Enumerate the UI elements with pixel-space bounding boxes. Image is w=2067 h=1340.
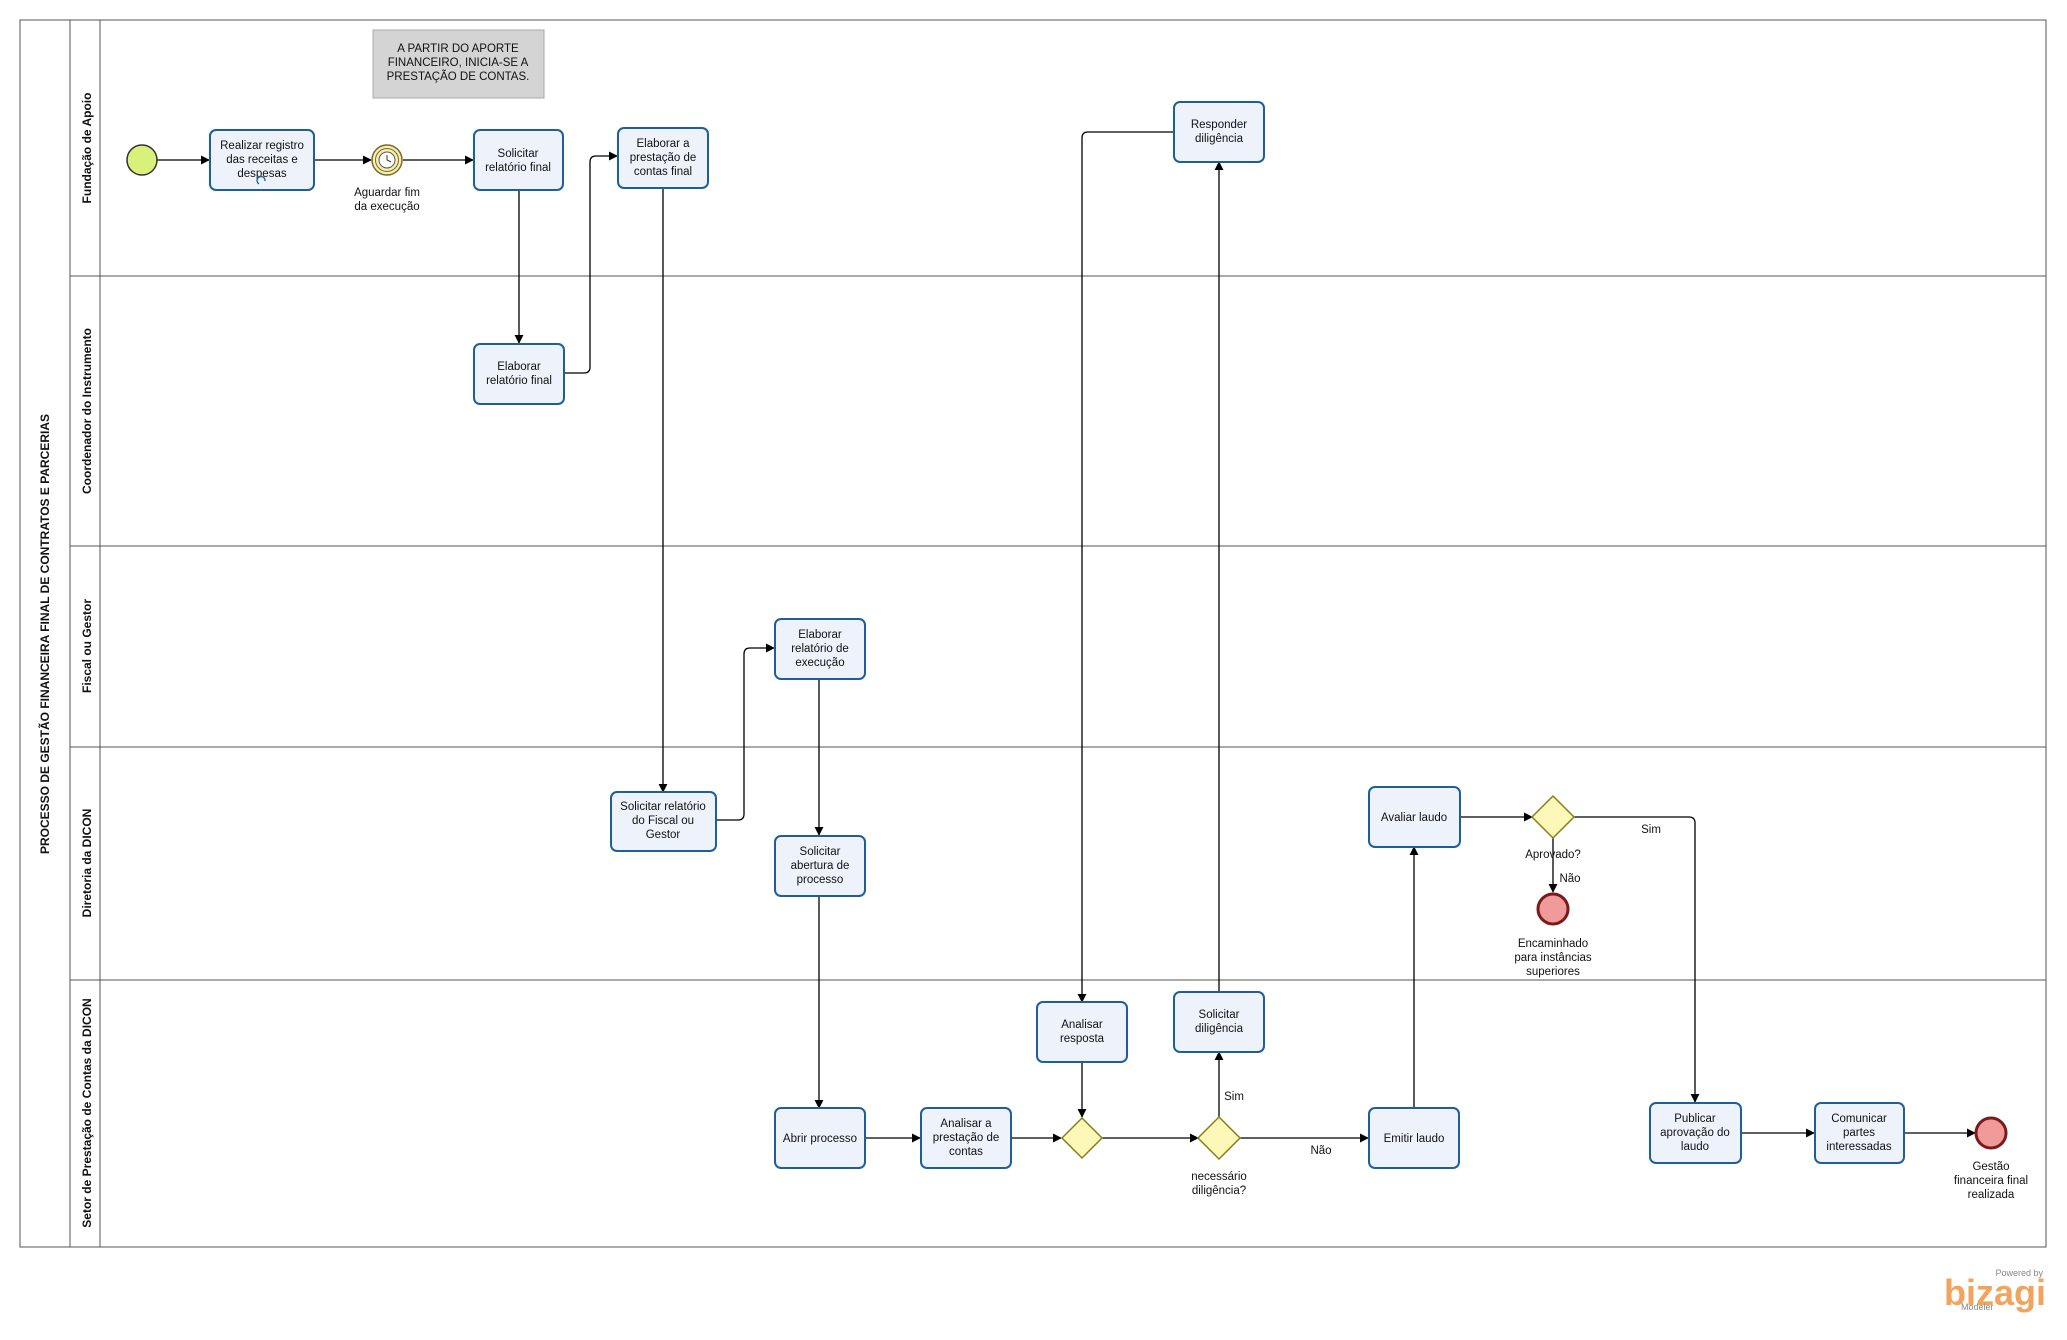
task-elaborar-relatorio-final[interactable]: Elaborar relatório final <box>473 343 565 405</box>
gateway-necessario-diligencia[interactable]: necessário diligência? <box>1191 1115 1247 1197</box>
task-solicitar-relatorio-final[interactable]: Solicitar relatório final <box>473 129 564 191</box>
lane-title-setor: Setor de Prestação de Contas da DICON <box>80 998 94 1227</box>
task-label: relatório de <box>791 643 849 655</box>
task-label: laudo <box>1681 1141 1709 1153</box>
task-label: contas <box>949 1146 983 1158</box>
task-label: prestação de <box>933 1132 1000 1144</box>
gateway-aprovado[interactable]: Aprovado? <box>1525 794 1581 861</box>
gateway-label: diligência? <box>1192 1185 1246 1197</box>
task-analisar-resposta[interactable]: Analisar resposta <box>1036 1001 1128 1063</box>
task-label: relatório final <box>486 375 552 387</box>
task-label: Analisar <box>1061 1019 1103 1031</box>
task-publicar-aprovacao-laudo[interactable]: Publicar aprovação do laudo <box>1649 1102 1742 1164</box>
flow-label-sim-diligencia: Sim <box>1224 1091 1244 1103</box>
task-label: aprovação do <box>1660 1127 1730 1139</box>
task-label: prestação de <box>630 152 697 164</box>
task-label: do Fiscal ou <box>632 815 694 827</box>
task-label: execução <box>795 657 844 669</box>
bizagi-logo: Powered by bizagi Modeler <box>1944 1268 2046 1313</box>
end-event-encaminhado[interactable]: Encaminhado para instâncias superiores <box>1514 892 1592 978</box>
flow-label-sim-aprovado: Sim <box>1641 824 1661 836</box>
loop-icon <box>256 175 266 185</box>
flow-labels: Sim Não Sim Não <box>1224 824 1661 1157</box>
end-label: Encaminhado <box>1518 938 1588 950</box>
task-label: Elaborar <box>497 361 541 373</box>
task-label: Solicitar <box>498 148 539 160</box>
end-label: realizada <box>1968 1189 2015 1201</box>
task-label: despesas <box>237 168 286 180</box>
task-label: interessadas <box>1826 1141 1891 1153</box>
task-label: Solicitar relatório <box>620 801 706 813</box>
task-label: diligência <box>1195 1023 1244 1035</box>
start-event[interactable] <box>126 144 158 176</box>
task-label: resposta <box>1060 1033 1105 1045</box>
end-event-gestao-final[interactable]: Gestão financeira final realizada <box>1954 1116 2028 1201</box>
end-label: para instâncias <box>1514 952 1592 964</box>
lane-title-fundacao: Fundação de Apoio <box>80 93 94 204</box>
task-label: Gestor <box>646 829 681 841</box>
timer-label: Aguardar fim <box>354 187 420 199</box>
lane-titles: Fundação de Apoio Coordenador do Instrum… <box>80 93 94 1228</box>
lane-title-fiscal: Fiscal ou Gestor <box>80 599 94 693</box>
task-label: Solicitar <box>800 846 841 858</box>
task-label: Publicar <box>1674 1113 1716 1125</box>
flow-label-nao-diligencia: Não <box>1310 1145 1331 1157</box>
timer-label: da execução <box>354 201 419 213</box>
task-solicitar-diligencia[interactable]: Solicitar diligência <box>1173 991 1265 1053</box>
task-solicitar-relatorio-fiscal[interactable]: Solicitar relatório do Fiscal ou Gestor <box>610 791 717 852</box>
task-label: Elaborar a <box>636 138 690 150</box>
timer-event[interactable]: Aguardar fim da execução <box>354 144 420 213</box>
end-label: superiores <box>1526 966 1580 978</box>
flow-label-nao-aprovado: Não <box>1559 873 1580 885</box>
task-label: Analisar a <box>940 1118 992 1130</box>
gateway-merge[interactable] <box>1060 1116 1104 1160</box>
pool-title: PROCESSO DE GESTÃO FINANCEIRA FINAL DE C… <box>37 414 52 854</box>
task-comunicar-partes-interessadas[interactable]: Comunicar partes interessadas <box>1814 1102 1905 1164</box>
task-label: contas final <box>634 166 692 178</box>
task-label: Abrir processo <box>783 1133 857 1145</box>
task-label: diligência <box>1195 133 1244 145</box>
task-label: abertura de <box>791 860 850 872</box>
task-label: Solicitar <box>1199 1009 1240 1021</box>
gateway-label: Aprovado? <box>1525 849 1581 861</box>
end-label: financeira final <box>1954 1175 2028 1187</box>
note-line: A PARTIR DO APORTE <box>397 43 519 55</box>
task-elaborar-relatorio-execucao[interactable]: Elaborar relatório de execução <box>774 618 866 680</box>
brand-name: bizagi <box>1944 1272 2046 1313</box>
task-label: Realizar registro <box>220 140 304 152</box>
brand-powered: Powered by <box>1995 1268 2043 1278</box>
task-label: partes <box>1843 1127 1875 1139</box>
task-responder-diligencia[interactable]: Responder diligência <box>1173 101 1265 163</box>
task-solicitar-abertura-processo[interactable]: Solicitar abertura de processo <box>774 835 866 897</box>
task-analisar-prestacao-contas[interactable]: Analisar a prestação de contas <box>920 1107 1012 1169</box>
task-abrir-processo[interactable]: Abrir processo <box>774 1107 866 1169</box>
task-label: das receitas e <box>226 154 298 166</box>
task-label: Avaliar laudo <box>1381 812 1447 824</box>
task-label: Elaborar <box>798 629 842 641</box>
task-avaliar-laudo[interactable]: Avaliar laudo <box>1368 786 1461 848</box>
task-label: Comunicar <box>1831 1113 1887 1125</box>
lane-title-coordenador: Coordenador do Instrumento <box>80 328 94 494</box>
task-elaborar-prestacao-contas-final[interactable]: Elaborar a prestação de contas final <box>617 127 709 189</box>
note-line: PRESTAÇÃO DE CONTAS. <box>387 70 530 83</box>
gateway-label: necessário <box>1191 1171 1247 1183</box>
end-label: Gestão <box>1972 1161 2009 1173</box>
pool: PROCESSO DE GESTÃO FINANCEIRA FINAL DE C… <box>19 19 2047 1248</box>
task-label: relatório final <box>485 162 551 174</box>
task-label: Emitir laudo <box>1384 1133 1445 1145</box>
sequence-flows <box>157 131 1976 1143</box>
note-line: FINANCEIRO, INICIA-SE A <box>388 57 529 69</box>
task-emitir-laudo[interactable]: Emitir laudo <box>1368 1107 1460 1169</box>
annotation-note: A PARTIR DO APORTE FINANCEIRO, INICIA-SE… <box>372 29 545 99</box>
task-label: processo <box>797 874 844 886</box>
task-realizar-registro[interactable]: Realizar registro das receitas e despesa… <box>209 129 315 191</box>
task-label: Responder <box>1191 119 1247 131</box>
brand-sub: Modeler <box>1961 1302 1994 1312</box>
lane-title-diretoria: Diretoria da DICON <box>80 809 94 918</box>
